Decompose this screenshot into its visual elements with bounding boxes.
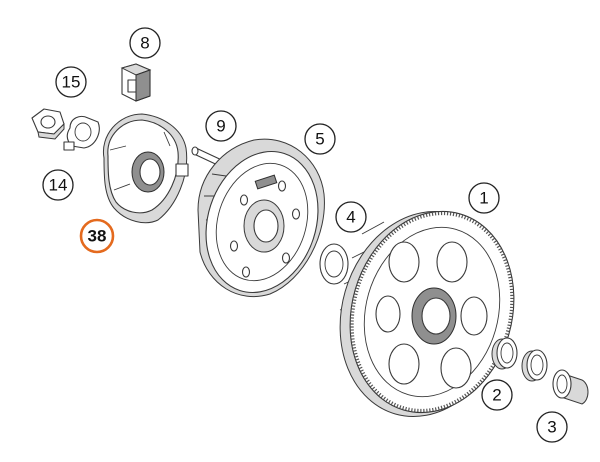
svg-text:4: 4	[346, 208, 355, 227]
part-8-block	[120, 63, 152, 102]
svg-text:14: 14	[49, 176, 68, 195]
part-4-thrust-washer	[319, 243, 349, 285]
part-14-lock-washer	[63, 115, 100, 151]
svg-text:3: 3	[547, 418, 556, 437]
svg-text:15: 15	[62, 73, 81, 92]
part-38-clutch-hub	[102, 113, 189, 224]
callout-38: 38	[79, 218, 115, 254]
callout-1: 1	[468, 182, 500, 214]
part-15-hex-nut	[31, 108, 65, 140]
callout-3: 3	[536, 411, 568, 443]
callout-4: 4	[335, 201, 367, 233]
svg-text:5: 5	[315, 130, 324, 149]
svg-text:1: 1	[479, 189, 488, 208]
callout-14: 14	[42, 169, 74, 201]
part-5-clutch-basket	[197, 138, 325, 298]
callout-2: 2	[481, 379, 513, 411]
part-3-bushing	[552, 369, 589, 405]
part-2-needle-bearing	[491, 337, 548, 382]
part-1-primary-gear	[339, 210, 515, 417]
svg-text:8: 8	[140, 34, 149, 53]
svg-text:9: 9	[216, 117, 225, 136]
callout-5: 5	[304, 123, 336, 155]
callout-8: 8	[129, 27, 161, 59]
svg-text:2: 2	[492, 386, 501, 405]
callout-15: 15	[55, 66, 87, 98]
svg-text:38: 38	[88, 227, 107, 246]
callout-9: 9	[205, 110, 237, 142]
